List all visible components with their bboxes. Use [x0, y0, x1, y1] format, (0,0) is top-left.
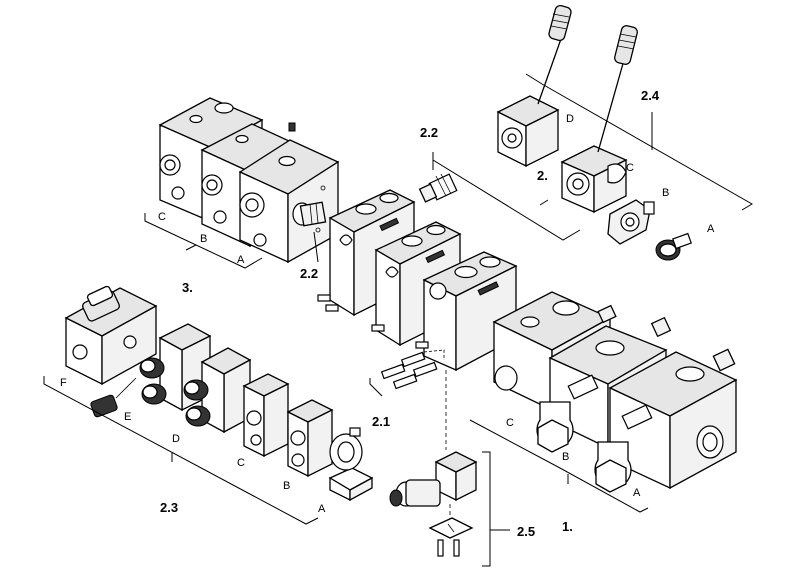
label-group-2-3-e: E: [124, 411, 131, 423]
label-group-2-3-f: F: [60, 377, 67, 389]
label-group-2-1: 2.1: [372, 414, 390, 429]
label-group-2-4: 2.4: [641, 88, 660, 103]
label-group-2-4-c: C: [626, 162, 634, 174]
label-group-1-a: A: [633, 487, 641, 499]
fitting-lower: [292, 201, 327, 227]
label-group-2-2-upper: 2.2: [420, 125, 438, 140]
label-group-2-3-d: D: [172, 433, 180, 445]
label-group-2-3-c: C: [237, 457, 245, 469]
label-group-2-4-a: A: [707, 223, 715, 235]
control-module-f: [64, 285, 158, 386]
label-group-2-3: 2.3: [160, 500, 178, 515]
label-group-2-3-a: A: [318, 503, 326, 515]
label-group-2: 2.: [537, 168, 548, 183]
label-group-1-c: C: [506, 417, 514, 429]
lever-flange-b: [607, 199, 655, 245]
label-group-3-c: C: [158, 211, 166, 223]
label-group-2-5: 2.5: [517, 524, 535, 539]
solenoid-section-c: [183, 347, 252, 434]
labels: 3. C B A 2.2 2.2 2. 2.4 D C B A 2.1 1. C…: [60, 88, 715, 539]
label-group-1-b: B: [562, 451, 569, 463]
group-1-inlet-blocks: [469, 291, 738, 513]
fitting-upper: [418, 173, 458, 203]
label-group-3-b: B: [200, 233, 207, 245]
label-group-3-a: A: [237, 254, 245, 266]
lever-seal-a: [655, 232, 692, 261]
group-3-end-blocks: [144, 97, 340, 269]
label-group-2-4-b: B: [662, 187, 669, 199]
lever-housing-c: [560, 25, 638, 214]
label-group-2-2-lower: 2.2: [300, 266, 318, 281]
label-group-1: 1.: [562, 519, 573, 534]
end-cover-a: [328, 427, 374, 502]
inlet-block-a: [594, 348, 738, 493]
plate-section-a: [286, 399, 334, 478]
group-2-2-fittings: [292, 152, 458, 263]
group-2-5-solenoid-valve: [389, 370, 510, 567]
group-2-3-electro-module: [43, 285, 374, 525]
plate-section-b: [242, 373, 290, 458]
label-group-2-4-d: D: [566, 113, 574, 125]
label-group-3: 3.: [182, 280, 193, 295]
label-group-2-3-b: B: [283, 480, 290, 492]
group-2-4-lever-parts: [496, 4, 753, 261]
lever-housing-d: [496, 4, 572, 168]
group-2-1-fittings: [369, 349, 445, 397]
